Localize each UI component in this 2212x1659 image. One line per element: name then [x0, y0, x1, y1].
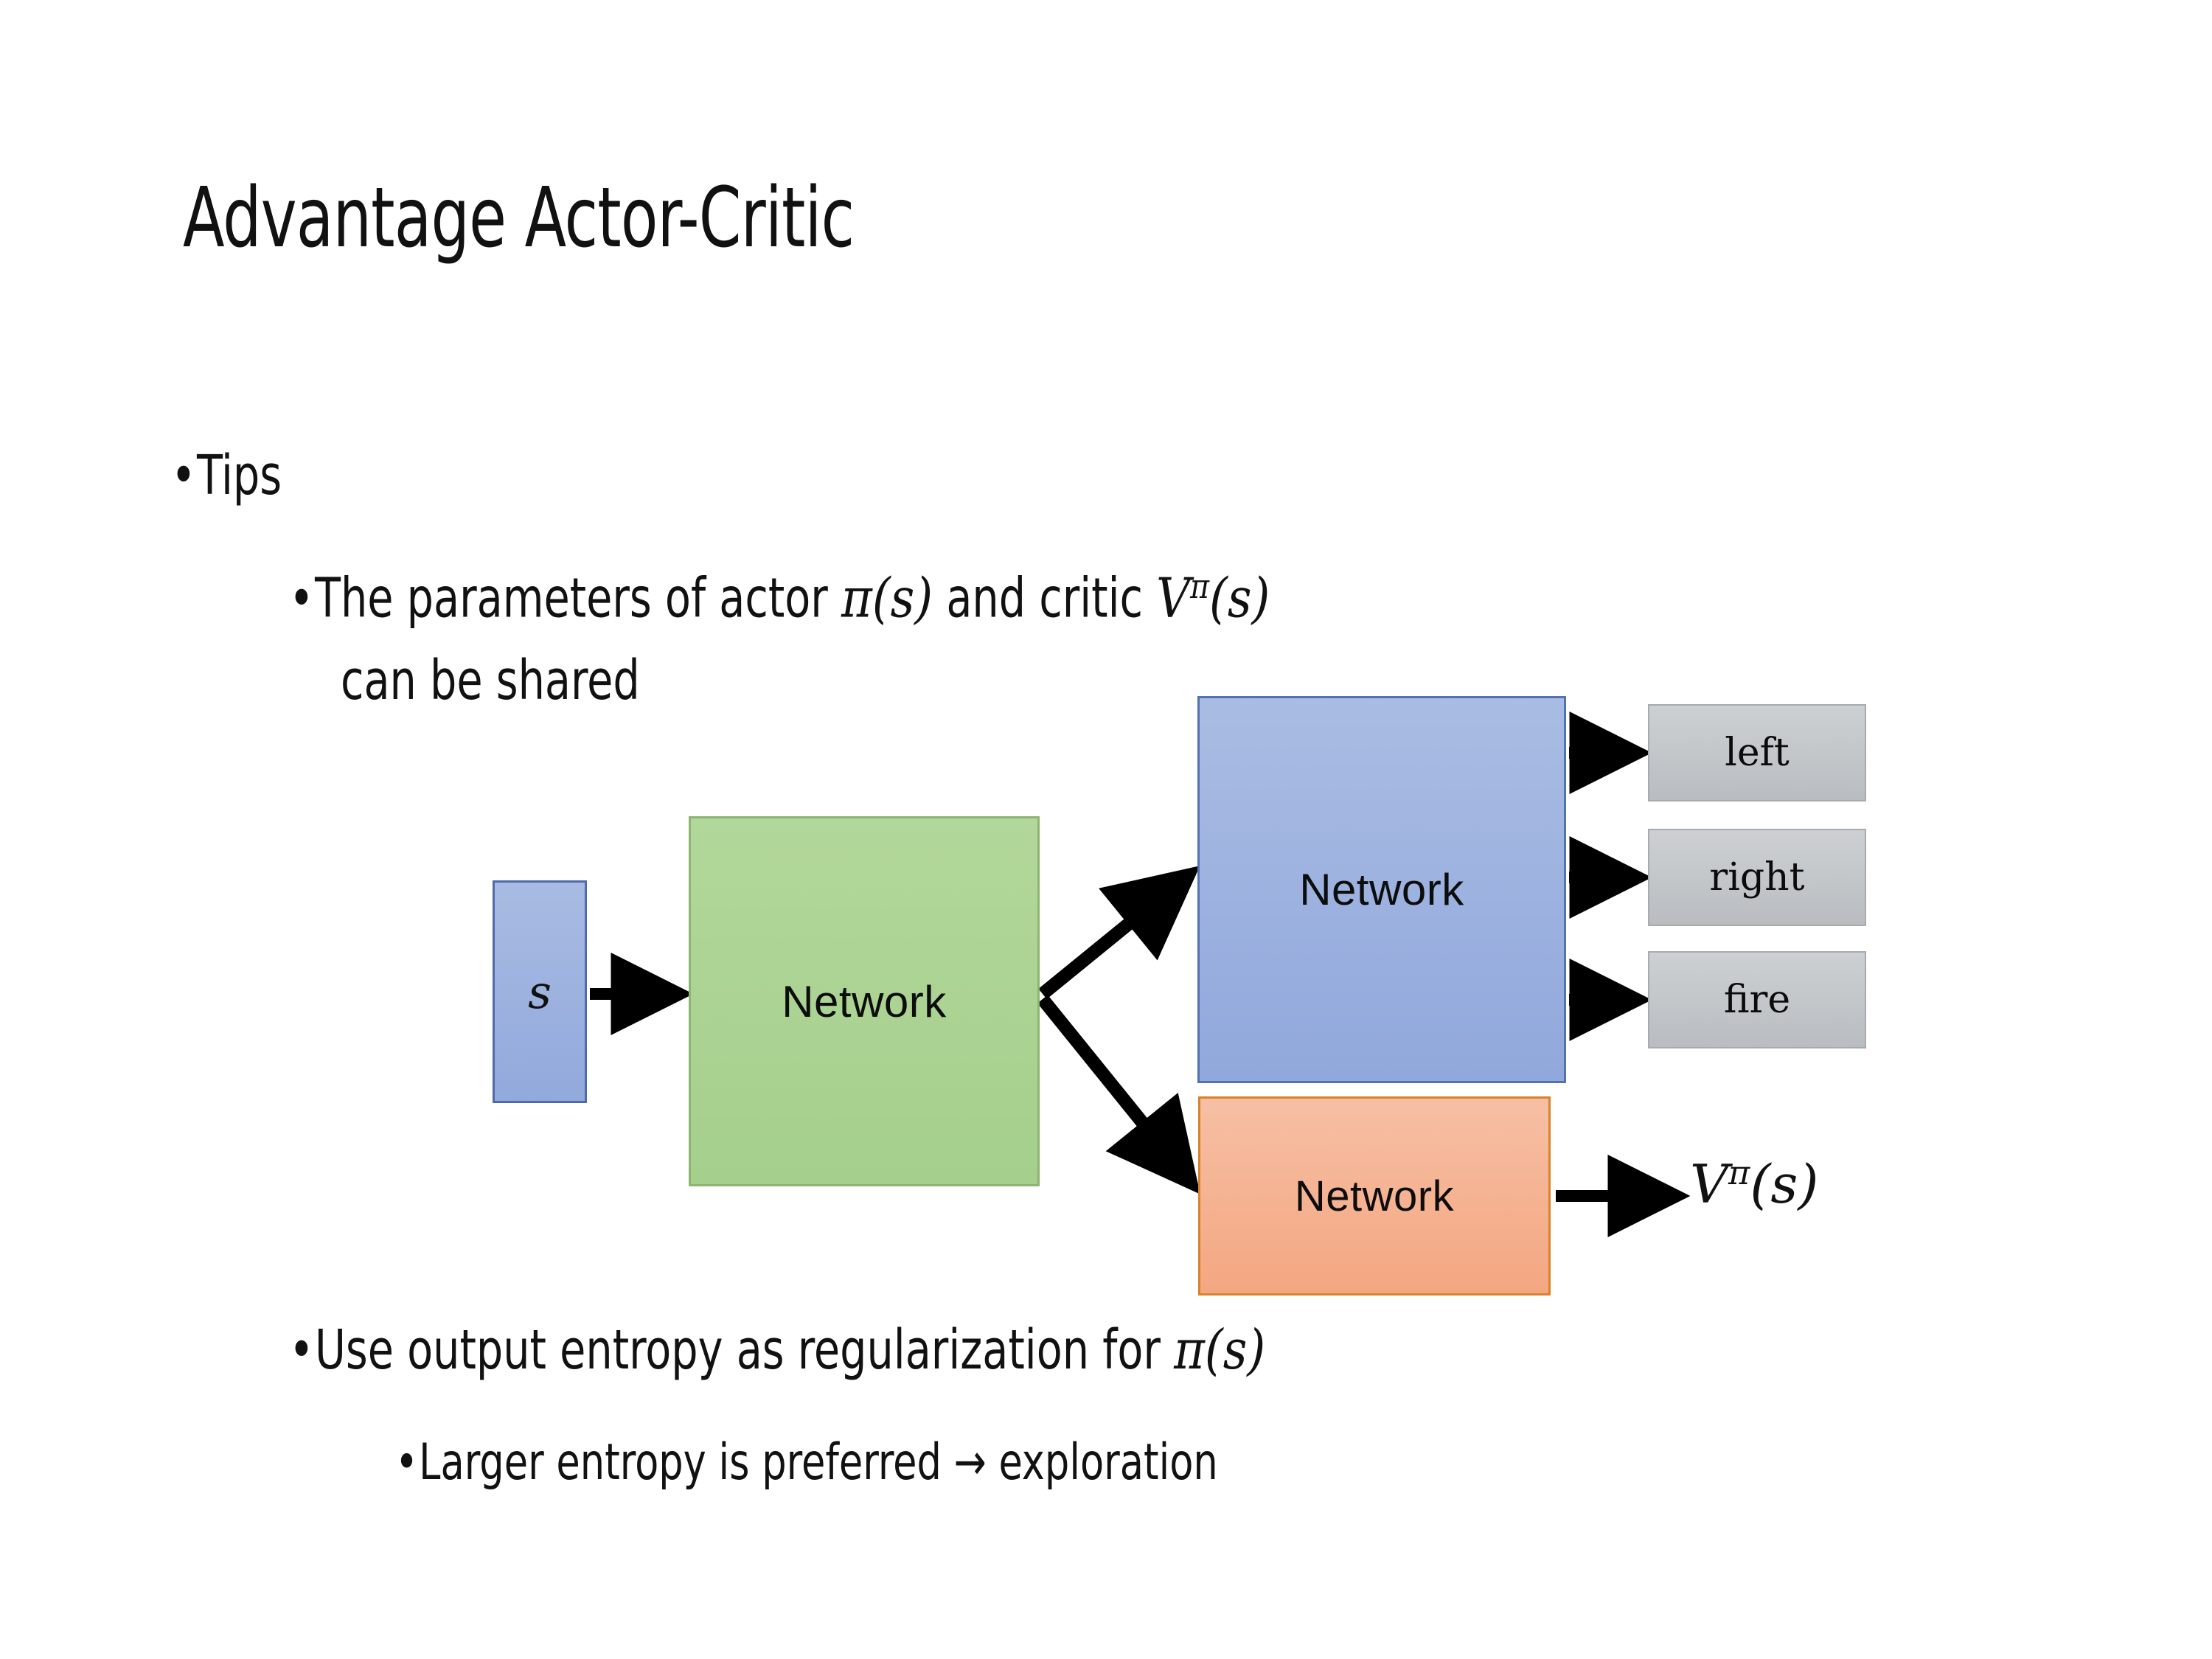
bullet-level2-shared-params-line2: can be shared [341, 649, 640, 712]
diagram-actor-network-box: Network [1197, 696, 1566, 1083]
bullet-text: Larger entropy is preferred → exploratio… [419, 1433, 1218, 1492]
diagram-action-box-fire: fire [1648, 951, 1866, 1048]
math-pi-of-s: π(s) [841, 566, 933, 630]
diagram-action-box-right: right [1648, 829, 1866, 926]
diagram-action-label-fire: fire [1723, 978, 1791, 1022]
diagram-critic-network-box: Network [1198, 1096, 1551, 1295]
diagram-shared-network-box: Network [689, 816, 1040, 1186]
diagram-actor-network-label: Network [1299, 865, 1464, 914]
bullet-level2-entropy-regularization: Use output entropy as regularization for… [289, 1318, 1265, 1382]
diagram-input-state-label: s [528, 964, 552, 1019]
bullet-level1-tips: Tips [171, 444, 282, 507]
bullet-text-mid: and critic [933, 566, 1157, 630]
diagram-input-state-box: s [493, 880, 587, 1103]
bullet-marker-icon [171, 444, 197, 507]
bullet-marker-icon [395, 1433, 419, 1492]
bullet-level3-larger-entropy: Larger entropy is preferred → exploratio… [395, 1433, 1218, 1492]
bullet-marker-icon [289, 1318, 315, 1382]
math-v-argument: (s) [1209, 566, 1270, 630]
critic-output-superscript-pi: π [1728, 1154, 1750, 1192]
math-v-base: V [1156, 566, 1191, 630]
bullet-text-plain: Use output entropy as regularization for [314, 1318, 1175, 1382]
bullet-text-continued: can be shared [341, 649, 640, 712]
critic-output-base: V [1690, 1153, 1728, 1215]
diagram-critic-network-label: Network [1294, 1172, 1455, 1220]
diagram-shared-network-label: Network [782, 976, 947, 1026]
bullet-text-plain: The parameters of actor [314, 566, 841, 630]
diagram-action-label-left: left [1725, 731, 1790, 775]
arrow-shared-to-critic [1037, 995, 1200, 1194]
arrow-shared-to-actor [1038, 866, 1200, 999]
diagram-action-box-left: left [1648, 704, 1866, 801]
diagram-action-label-right: right [1709, 855, 1805, 900]
bullet-marker-icon [289, 567, 315, 630]
diagram-critic-output-label: Vπ(s) [1690, 1153, 1818, 1215]
page-title: Advantage Actor-Critic [183, 170, 855, 266]
bullet-text: Tips [196, 444, 282, 507]
bullet-level2-shared-params-line1: The parameters of actor π(s) and critic … [289, 566, 1270, 630]
math-v-superscript-pi: π [1190, 566, 1210, 606]
critic-output-argument: (s) [1750, 1153, 1819, 1215]
math-pi-of-s: π(s) [1174, 1318, 1266, 1382]
